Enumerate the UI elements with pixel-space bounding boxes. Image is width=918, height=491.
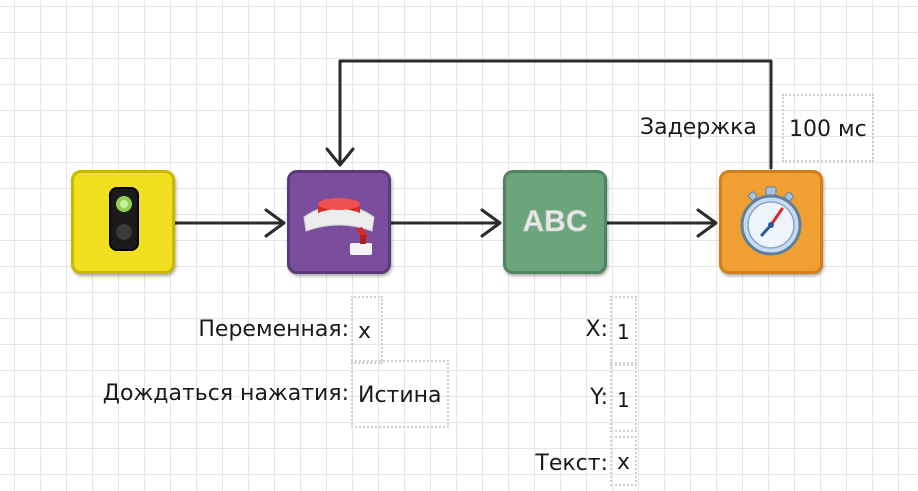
arrowhead-icon bbox=[264, 208, 286, 238]
param-text-y-label: Y: bbox=[590, 385, 608, 410]
param-wait-press-label: Дождаться нажатия: bbox=[102, 381, 349, 406]
abc-label: ABC bbox=[523, 205, 588, 238]
param-variable-value[interactable]: x bbox=[351, 296, 383, 364]
param-delay: Задержка 100 мс bbox=[640, 94, 890, 162]
abc-text-icon: ABC bbox=[522, 205, 588, 239]
param-delay-label: Задержка bbox=[640, 115, 757, 140]
start-block[interactable] bbox=[71, 170, 175, 274]
text-output-block[interactable]: ABC bbox=[503, 170, 607, 274]
link-loop-back[interactable] bbox=[338, 59, 773, 170]
param-variable-label: Переменная: bbox=[198, 317, 349, 342]
param-wait-press-value[interactable]: Истина bbox=[351, 360, 449, 428]
param-text-x-value[interactable]: 1 bbox=[610, 296, 637, 364]
arrowhead-icon bbox=[696, 208, 718, 238]
arrowhead-icon bbox=[325, 147, 355, 167]
param-wait-press: Дождаться нажатия: Истина bbox=[60, 360, 449, 428]
param-delay-value[interactable]: 100 мс bbox=[782, 94, 874, 162]
param-text-text-value[interactable]: x bbox=[610, 436, 638, 486]
param-text-x: X: 1 bbox=[500, 296, 637, 364]
traffic-light-icon bbox=[109, 187, 139, 251]
param-text-x-label: X: bbox=[585, 317, 608, 342]
delay-block[interactable] bbox=[719, 170, 823, 274]
arrowhead-icon bbox=[480, 208, 502, 238]
param-text-y: Y: 1 bbox=[500, 364, 637, 432]
wait-button-block[interactable] bbox=[287, 170, 391, 274]
param-text-text-label: Текст: bbox=[535, 451, 608, 476]
stopwatch-icon bbox=[740, 186, 802, 256]
button-press-icon bbox=[303, 198, 375, 255]
param-text-y-value[interactable]: 1 bbox=[610, 364, 637, 432]
param-text-text: Текст: x bbox=[500, 436, 638, 486]
param-variable: Переменная: x bbox=[60, 296, 383, 364]
